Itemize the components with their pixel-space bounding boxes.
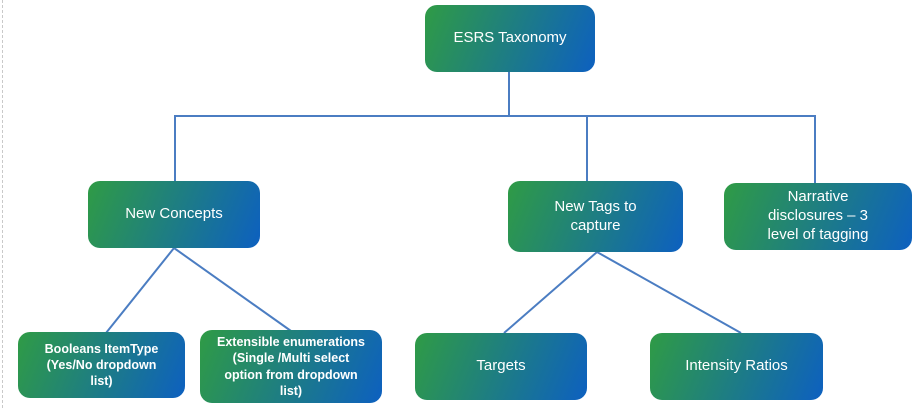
connector-tags-intensity <box>596 251 742 334</box>
node-esrs-taxonomy: ESRS Taxonomy <box>425 5 595 72</box>
node-narrative-label: Narrative disclosures – 3 level of taggi… <box>767 188 869 243</box>
node-new-tags-label: New Tags to capture <box>554 197 637 234</box>
node-targets: Targets <box>415 333 587 400</box>
node-booleans-itemtype: Booleans ItemType (Yes/No dropdown list) <box>18 332 185 398</box>
slide-edge-guide <box>2 0 3 408</box>
node-esrs-taxonomy-label: ESRS Taxonomy <box>453 29 567 47</box>
node-enumerations-label: Extensible enumerations (Single /Multi s… <box>217 335 365 398</box>
node-targets-label: Targets <box>476 357 526 375</box>
node-narrative-disclosures: Narrative disclosures – 3 level of taggi… <box>724 183 912 250</box>
node-extensible-enumerations: Extensible enumerations (Single /Multi s… <box>200 330 382 403</box>
node-intensity-ratios-label: Intensity Ratios <box>685 357 788 375</box>
node-booleans-label: Booleans ItemType (Yes/No dropdown list) <box>44 341 159 389</box>
connector-tags-targets <box>503 251 598 334</box>
connector-concepts-booleans <box>105 247 175 334</box>
node-new-concepts: New Concepts <box>88 181 260 248</box>
connector-concepts-enumerations <box>173 247 292 332</box>
node-new-tags-to-capture: New Tags to capture <box>508 181 683 252</box>
node-intensity-ratios: Intensity Ratios <box>650 333 823 400</box>
node-new-concepts-label: New Concepts <box>125 205 223 223</box>
